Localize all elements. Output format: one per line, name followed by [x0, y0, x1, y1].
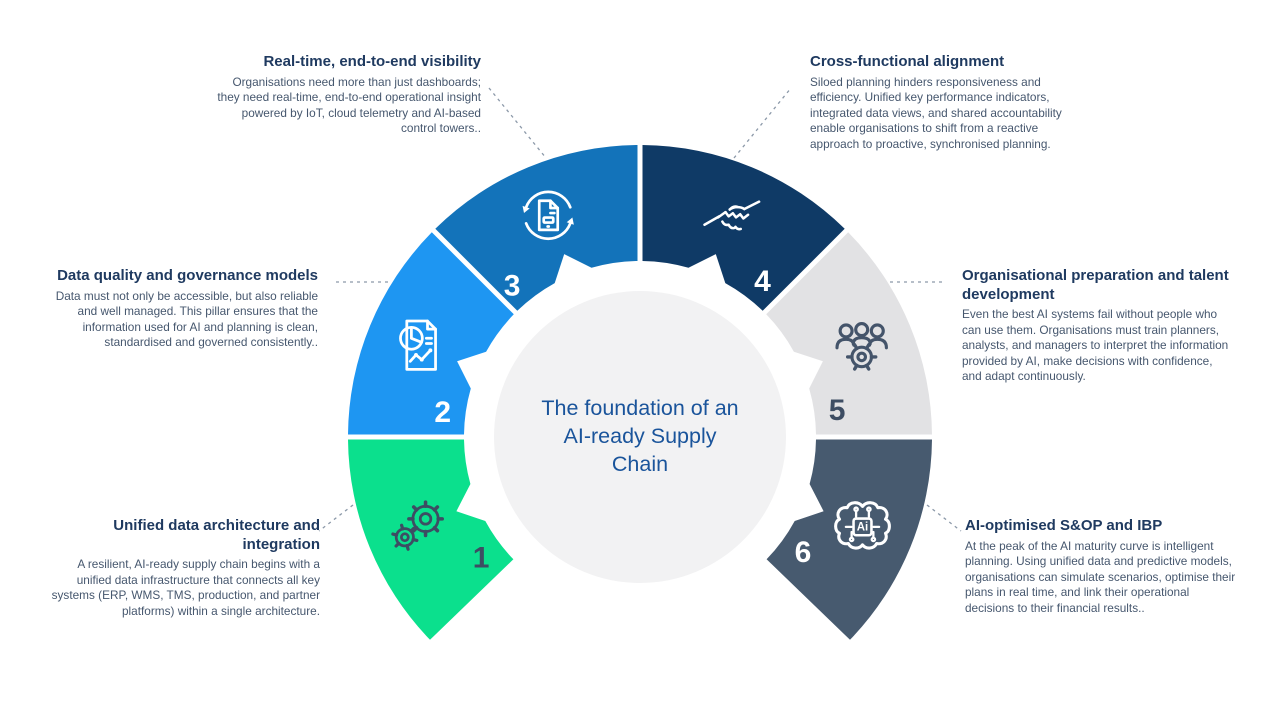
connector-lines	[318, 87, 962, 532]
segment-3-title: Real-time, end-to-end visibility	[263, 53, 481, 70]
text-block-data-quality: Data quality and governance models Data …	[46, 267, 318, 351]
segment-2-title: Data quality and governance models	[57, 267, 318, 284]
segment-4-number: 4	[754, 265, 771, 298]
segment-5-title: Organisational preparation and talent de…	[962, 267, 1229, 303]
segment-4-wedge	[642, 145, 845, 311]
segment-5-wedge	[766, 232, 932, 435]
segment-3-description: Organisations need more than just dashbo…	[217, 74, 481, 136]
text-block-ai-optimised-sop: AI-optimised S&OP and IBP At the peak of…	[965, 517, 1237, 616]
segment-2-description: Data must not only be accessible, but al…	[55, 288, 318, 350]
center-circle	[494, 291, 786, 583]
diagram-title-line: The foundation of an	[541, 396, 739, 420]
segment-1-description: A resilient, AI-ready supply chain begin…	[51, 557, 320, 618]
segment-6-title: AI-optimised S&OP and IBP	[965, 517, 1163, 534]
segment-1-title: Unified data architecture and integratio…	[113, 517, 320, 553]
segment-4-description: Siloed planning hinders responsiveness a…	[810, 74, 1062, 151]
diagram-title: The foundation of an AI-ready Supply Cha…	[490, 394, 790, 478]
segment-2-wedge	[348, 232, 514, 435]
segment-5-number: 5	[829, 394, 846, 427]
segment-5-description: Even the best AI systems fail without pe…	[962, 307, 1229, 384]
diagram-title-line: Chain	[611, 452, 669, 476]
text-block-unified-data-architecture: Unified data architecture and integratio…	[48, 517, 320, 619]
segment-2-number: 2	[434, 396, 451, 429]
text-block-organisational-preparation: Organisational preparation and talent de…	[962, 267, 1234, 385]
segment-3-number: 3	[504, 269, 521, 302]
connector-segment-4	[733, 87, 792, 159]
segment-3-wedge	[435, 145, 638, 311]
segment-1-number: 1	[473, 542, 490, 575]
wheel-numbers-and-icons: 1 2 3 4 5 6	[391, 190, 891, 575]
segment-6-description: At the peak of the AI maturity curve is …	[965, 538, 1236, 615]
segment-4-title: Cross-functional alignment	[810, 53, 1005, 70]
diagram-title-line: AI-ready Supply	[563, 424, 717, 448]
connector-segment-3	[488, 87, 547, 159]
text-block-real-time-visibility: Real-time, end-to-end visibility Organis…	[209, 53, 481, 137]
connector-segment-6	[926, 504, 962, 532]
segment-1-wedge	[348, 439, 514, 640]
text-block-cross-functional-alignment: Cross-functional alignment Siloed planni…	[810, 53, 1082, 152]
connector-segment-1	[318, 504, 354, 532]
segment-6-number: 6	[795, 536, 812, 569]
